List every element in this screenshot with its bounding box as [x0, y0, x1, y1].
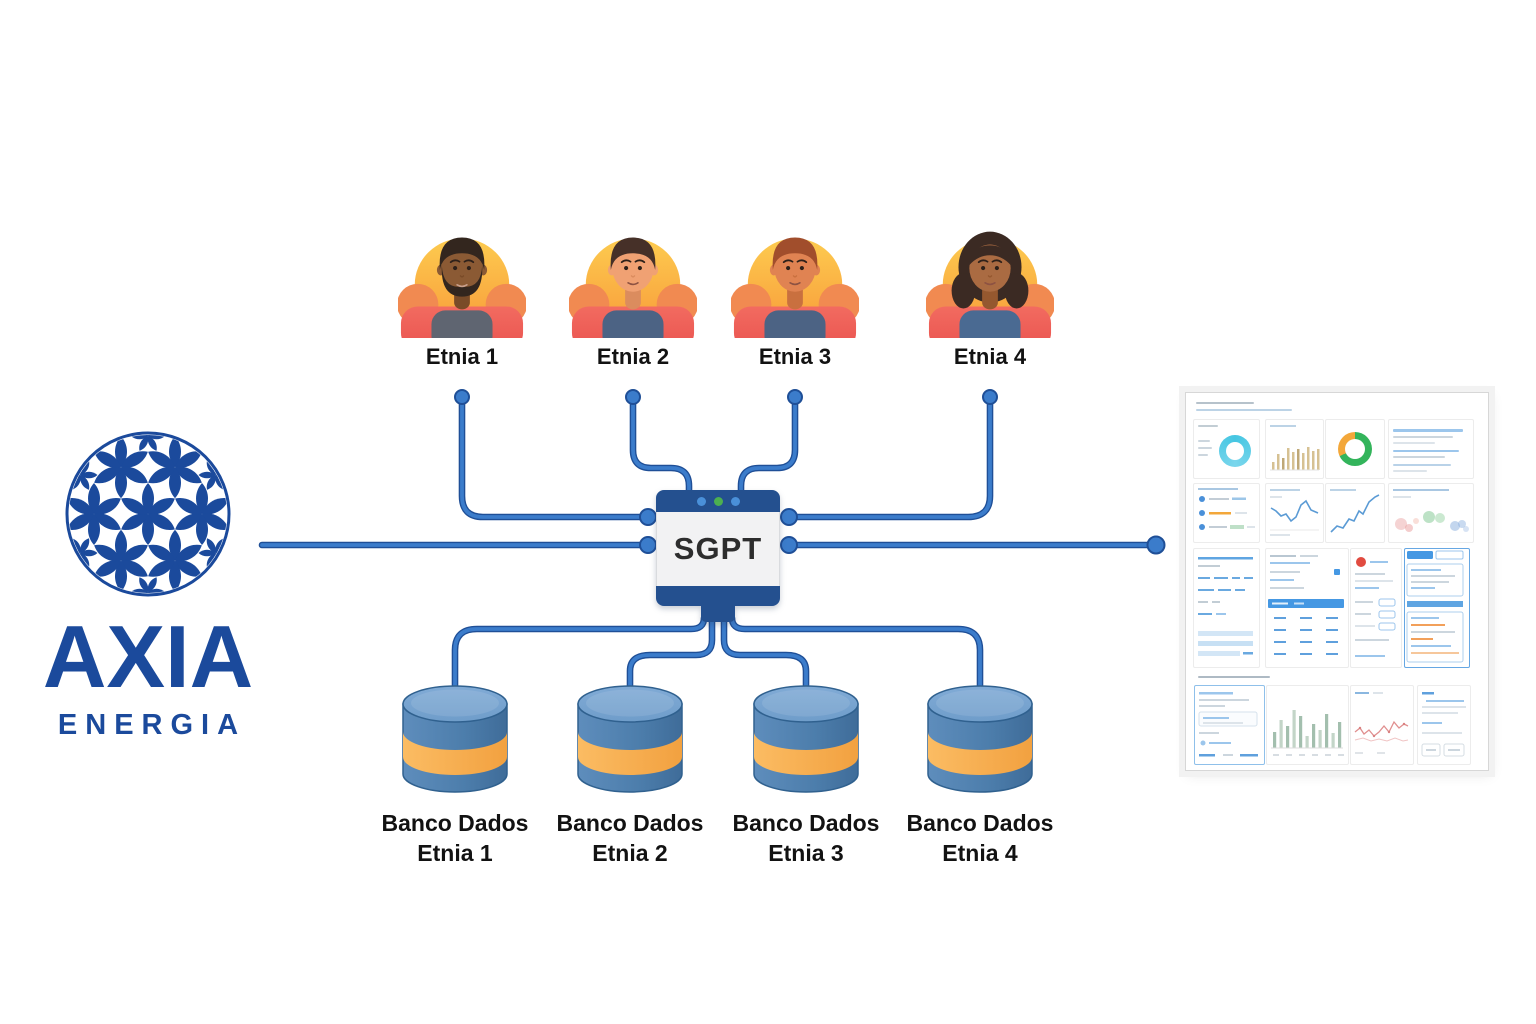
alert-detail-graphic — [1355, 557, 1396, 657]
database-label-line2: Etnia 3 — [768, 840, 844, 867]
bar-chart-tan — [1270, 425, 1320, 471]
dash-card-donut-cyan — [1193, 419, 1260, 479]
user-label: Etnia 4 — [953, 344, 1027, 369]
brand-subtitle: ENERGIA — [57, 709, 247, 741]
dash-card-line-chart-red — [1350, 685, 1414, 765]
report-links-graphic — [1198, 557, 1253, 656]
avatar-etnia-2-illustration — [558, 208, 708, 338]
database-label-line2: Etnia 4 — [942, 840, 1018, 867]
avatar-etnia-1-illustration — [387, 208, 537, 338]
avatar-etnia-4-illustration — [915, 208, 1065, 338]
dash-card-text-summary — [1388, 419, 1474, 479]
window-dot-icon — [713, 496, 723, 506]
database-etnia-3: Banco Dados Etnia 3 — [721, 682, 891, 869]
database-label: Banco Dados Etnia 2 — [545, 808, 715, 869]
axia-sphere-icon — [65, 431, 231, 597]
dash-card-bars-sage — [1266, 685, 1349, 765]
window-titlebar — [656, 490, 780, 512]
database-cylinder-icon — [721, 682, 891, 796]
user-etnia-4: Etnia 4 — [915, 208, 1065, 370]
dash-card-blue-panel — [1404, 548, 1470, 668]
line-chart-wavy — [1270, 489, 1319, 536]
user-etnia-1: Etnia 1 — [387, 208, 537, 370]
line-chart-red — [1354, 692, 1409, 754]
window-footer — [656, 586, 780, 606]
database-cylinder-icon — [370, 682, 540, 796]
dash-card-table-highlight — [1265, 548, 1349, 668]
database-etnia-2: Banco Dados Etnia 2 — [545, 682, 715, 869]
database-label-line1: Banco Dados — [381, 810, 529, 836]
bar-chart-sage — [1271, 710, 1344, 756]
notes-graphic — [1421, 692, 1466, 757]
database-etnia-4: Banco Dados Etnia 4 — [895, 682, 1065, 869]
user-etnia-2: Etnia 2 — [558, 208, 708, 370]
dashboard-preview — [1185, 392, 1489, 771]
donut-chart-cyan — [1219, 435, 1251, 467]
donut-chart-green-orange — [1338, 432, 1372, 466]
database-label: Banco Dados Etnia 4 — [895, 808, 1065, 869]
brand-name: AXIA — [42, 607, 254, 706]
dashboard-section-title-placeholder — [1198, 676, 1270, 678]
user-label: Etnia 2 — [596, 344, 670, 369]
window-dot-icon — [730, 496, 740, 506]
dash-card-line-chart-wavy — [1265, 483, 1324, 543]
bullet-list-graphic — [1198, 488, 1255, 530]
database-label-line1: Banco Dados — [906, 810, 1054, 836]
sgpt-label: SGPT — [656, 512, 780, 586]
user-label: Etnia 3 — [758, 344, 832, 369]
dash-card-bars-tan — [1265, 419, 1324, 479]
bubble-scatter-chart — [1393, 489, 1469, 532]
dash-card-bullet-list — [1193, 483, 1260, 543]
database-etnia-1: Banco Dados Etnia 1 — [370, 682, 540, 869]
database-cylinder-icon — [895, 682, 1065, 796]
dash-card-donut-green-orange — [1325, 419, 1385, 479]
user-label: Etnia 1 — [425, 344, 499, 369]
blue-panel-graphic — [1406, 550, 1464, 663]
dash-card-notes — [1417, 685, 1471, 765]
dash-card-form-summary — [1194, 685, 1265, 765]
monitor-stand — [701, 604, 735, 622]
database-label-line1: Banco Dados — [556, 810, 704, 836]
user-etnia-3: Etnia 3 — [720, 208, 870, 370]
dash-card-report-links — [1193, 548, 1260, 668]
dash-card-line-chart-rising — [1325, 483, 1385, 543]
database-label-line2: Etnia 1 — [417, 840, 493, 867]
database-cylinder-icon — [545, 682, 715, 796]
database-label: Banco Dados Etnia 3 — [721, 808, 891, 869]
window-dot-icon — [696, 496, 706, 506]
dash-card-alert-detail — [1350, 548, 1402, 668]
axia-logo: AXIA ENERGIA — [36, 428, 260, 742]
table-with-highlight-row — [1268, 555, 1344, 655]
dashboard-subtitle-placeholder — [1196, 409, 1292, 411]
line-chart-rising — [1330, 489, 1380, 533]
database-label-line1: Banco Dados — [732, 810, 880, 836]
sgpt-node: SGPT — [656, 490, 780, 622]
dash-card-bubble-scatter — [1388, 483, 1474, 543]
form-summary-graphic — [1198, 692, 1258, 757]
avatar-etnia-3-illustration — [720, 208, 870, 338]
database-label-line2: Etnia 2 — [592, 840, 668, 867]
dashboard-title-placeholder — [1196, 402, 1254, 404]
database-label: Banco Dados Etnia 1 — [370, 808, 540, 869]
